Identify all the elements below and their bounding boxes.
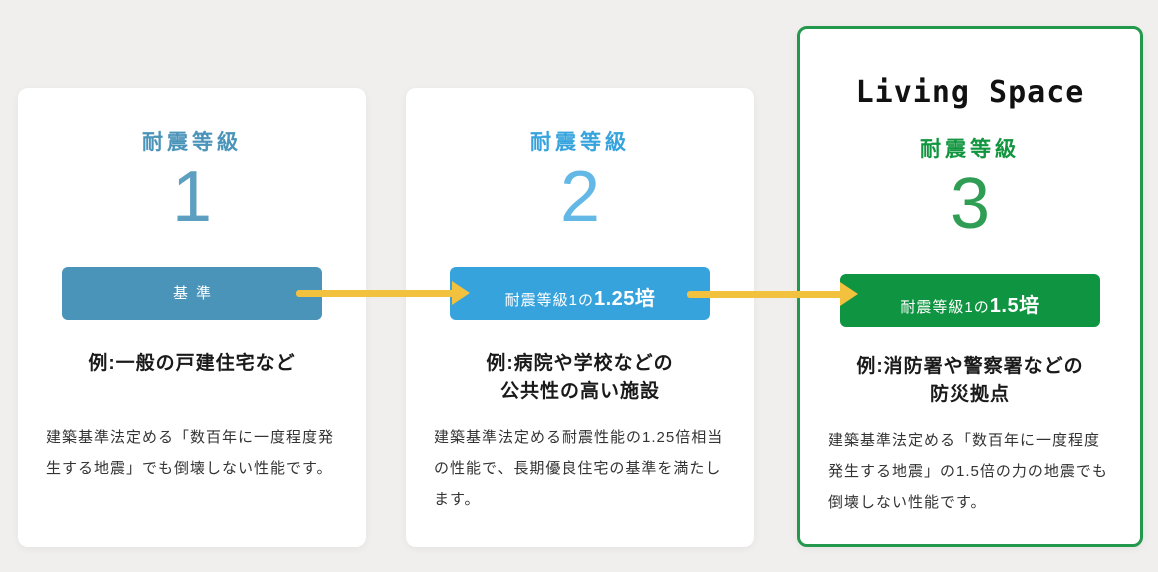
grade-number: 2: [559, 157, 601, 237]
arrow-head: [452, 281, 470, 305]
grade-description: 建築基準法定める「数百年に一度程度発生する地震」でも倒壊しない性能です。: [46, 429, 335, 477]
example-heading: 例:一般の戸建住宅など: [18, 350, 366, 378]
example-line2: 公共性の高い施設: [499, 381, 660, 402]
badge-multiplier: 1.25培: [593, 288, 656, 310]
badge-label: 耐震等級1の: [900, 299, 990, 316]
grade-label: 耐震等級: [920, 138, 1020, 161]
grade-number: 3: [949, 164, 991, 244]
badge-multiplier: 1.5培: [989, 295, 1040, 317]
grade-description: 建築基準法定める「数百年に一度程度発生する地震」の1.5倍の力の地震でも倒壊しな…: [828, 432, 1108, 511]
example-line1: 例:一般の戸建住宅など: [88, 353, 296, 374]
badge-label: 耐震等級1の: [504, 292, 594, 309]
example-line1: 例:消防署や警察署などの: [856, 356, 1084, 377]
brand-title: Living Space: [855, 75, 1085, 110]
grade-label: 耐震等級: [142, 131, 242, 154]
example-heading: 例:消防署や警察署などの 防災拠点: [800, 353, 1140, 409]
arrow-right-icon: [296, 281, 470, 305]
grade-badge: 耐震等級1の 1.5培: [840, 274, 1100, 327]
grade-number: 1: [171, 157, 213, 237]
arrow-right-icon: [687, 282, 858, 306]
grade-1-card: 耐震等級 1 基準 例:一般の戸建住宅など 建築基準法定める「数百年に一度程度発…: [18, 88, 366, 547]
example-line1: 例:病院や学校などの: [486, 353, 674, 374]
arrow-shaft: [687, 291, 844, 298]
grade-badge: 耐震等級1の 1.25培: [450, 267, 710, 320]
example-heading: 例:病院や学校などの 公共性の高い施設: [406, 350, 754, 406]
badge-label: 基準: [172, 285, 219, 302]
grade-2-card: 耐震等級 2 耐震等級1の 1.25培 例:病院や学校などの 公共性の高い施設 …: [406, 88, 754, 547]
example-line2: 防災拠点: [929, 384, 1010, 405]
grade-description: 建築基準法定める耐震性能の1.25倍相当の性能で、長期優良住宅の基準を満たします…: [434, 429, 724, 508]
grade-badge: 基準: [62, 267, 322, 320]
arrow-shaft: [296, 290, 456, 297]
grade-3-card: Living Space 耐震等級 3 耐震等級1の 1.5培 例:消防署や警察…: [797, 26, 1143, 547]
grade-label: 耐震等級: [530, 131, 630, 154]
arrow-head: [840, 282, 858, 306]
